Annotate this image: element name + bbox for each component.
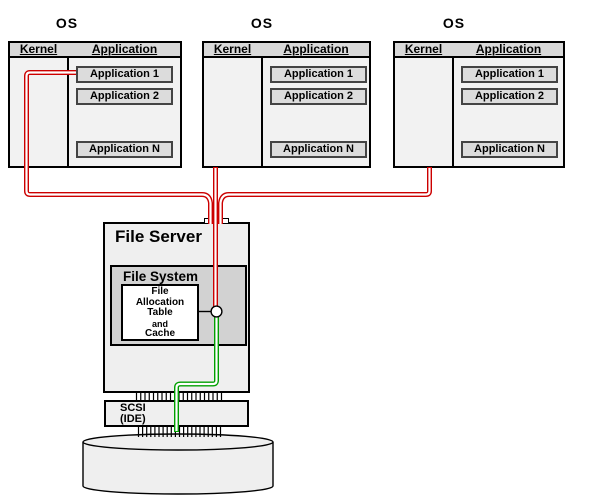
fat-line: and — [151, 318, 168, 329]
os-title-1: OS — [55, 15, 79, 31]
fat-line: Cache — [144, 328, 175, 339]
os-header-row: Kernel Application — [10, 43, 180, 58]
application-1-box: Application 1 — [461, 66, 558, 83]
file-allocation-table-box: File Allocation Table and Cache — [121, 284, 199, 341]
os-header-row: Kernel Application — [204, 43, 369, 58]
file-server-box: File Server File System File Allocation … — [103, 222, 250, 393]
fat-line: File — [151, 286, 169, 297]
file-server-label: File Server — [115, 227, 202, 246]
file-system-box: File System File Allocation Table and Ca… — [110, 265, 247, 346]
kernel-application-divider — [67, 43, 69, 166]
application-n-box: Application N — [76, 141, 173, 158]
application-n-box: Application N — [270, 141, 367, 158]
application-2-box: Application 2 — [76, 88, 173, 105]
os-box-2: Kernel Application Application 1 Applica… — [202, 41, 371, 168]
kernel-column-label: Kernel — [213, 42, 252, 56]
scsi-ide-label: SCSI (IDE) — [120, 403, 146, 425]
application-column-label: Application — [283, 42, 349, 56]
application-1-box: Application 1 — [270, 66, 367, 83]
file-system-label: File System — [123, 269, 199, 284]
kernel-column-label: Kernel — [404, 42, 443, 56]
os-box-3: Kernel Application Application 1 Applica… — [393, 41, 565, 168]
application-2-box: Application 2 — [461, 88, 558, 105]
kernel-application-divider — [452, 43, 454, 166]
os-title-2: OS — [250, 15, 274, 31]
scsi-ide-box: SCSI (IDE) — [104, 400, 249, 427]
cable-entry-port — [204, 218, 229, 224]
fat-line: Allocation — [135, 296, 185, 308]
ribbon-connector-lower — [137, 426, 222, 437]
disk-cylinder — [82, 433, 274, 495]
os-box-1: Kernel Application Application 1 Applica… — [8, 41, 182, 168]
kernel-column-label: Kernel — [19, 42, 58, 56]
kernel-application-divider — [261, 43, 263, 166]
application-2-box: Application 2 — [270, 88, 367, 105]
application-n-box: Application N — [461, 141, 558, 158]
os-title-3: OS — [442, 15, 466, 31]
fat-line: Table — [147, 307, 173, 318]
application-1-box: Application 1 — [76, 66, 173, 83]
application-column-label: Application — [475, 42, 542, 56]
os-header-row: Kernel Application — [395, 43, 563, 58]
application-column-label: Application — [91, 42, 158, 56]
scsi-label-line1: SCSI — [120, 402, 146, 414]
scsi-label-line2: (IDE) — [120, 413, 146, 425]
